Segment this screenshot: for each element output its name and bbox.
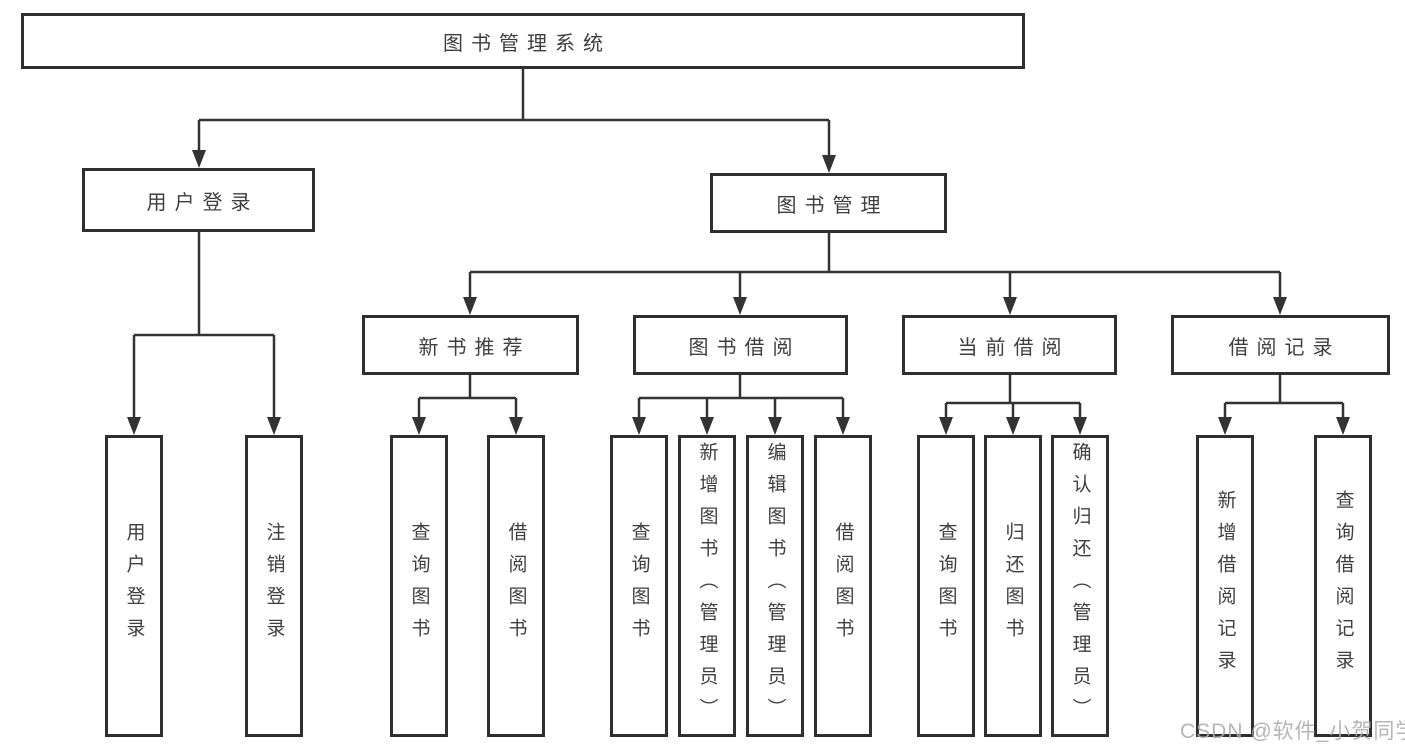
leaf-edit-books-admin: 编辑图书（管理员） — [746, 435, 804, 737]
node-book-management-label: 图书管理 — [776, 194, 889, 217]
leaf-logout-login-label: 注销登录 — [263, 522, 285, 650]
leaf-borrow-books-recommend: 借阅图书 — [487, 435, 545, 737]
leaf-user-login-label: 用户登录 — [123, 522, 145, 650]
node-current-borrowing-label: 当前借阅 — [957, 336, 1070, 359]
node-new-book-recommend: 新书推荐 — [362, 315, 579, 375]
leaf-borrow-books-borrowing-label: 借阅图书 — [832, 522, 854, 650]
node-user-login: 用户登录 — [82, 168, 315, 232]
leaf-add-borrow-record-label: 新增借阅记录 — [1214, 490, 1236, 682]
node-book-borrowing-label: 图书借阅 — [688, 336, 801, 359]
leaf-edit-books-admin-label: 编辑图书（管理员） — [764, 442, 786, 730]
leaf-query-books-borrowing: 查询图书 — [610, 435, 668, 737]
node-borrowing-records-label: 借阅记录 — [1228, 336, 1341, 359]
leaf-logout-login: 注销登录 — [245, 435, 303, 737]
node-borrowing-records: 借阅记录 — [1171, 315, 1390, 375]
leaf-query-books-current-label: 查询图书 — [935, 522, 957, 650]
leaf-confirm-return-admin: 确认归还（管理员） — [1051, 435, 1109, 737]
leaf-query-borrow-record: 查询借阅记录 — [1314, 435, 1372, 737]
arrowhead-icons — [127, 150, 1350, 435]
node-user-login-label: 用户登录 — [146, 191, 259, 214]
node-book-management: 图书管理 — [710, 173, 947, 233]
leaf-add-borrow-record: 新增借阅记录 — [1196, 435, 1254, 737]
leaf-user-login: 用户登录 — [105, 435, 163, 737]
leaf-query-books-recommend: 查询图书 — [390, 435, 448, 737]
leaf-borrow-books-recommend-label: 借阅图书 — [505, 522, 527, 650]
leaf-query-borrow-record-label: 查询借阅记录 — [1332, 490, 1354, 682]
node-book-borrowing: 图书借阅 — [633, 315, 848, 375]
leaf-query-books-borrowing-label: 查询图书 — [628, 522, 650, 650]
node-root-label: 图书管理系统 — [443, 32, 611, 55]
leaf-return-books-label: 归还图书 — [1002, 522, 1024, 650]
node-current-borrowing: 当前借阅 — [902, 315, 1117, 375]
leaf-add-books-admin: 新增图书（管理员） — [678, 435, 736, 737]
leaf-return-books: 归还图书 — [984, 435, 1042, 737]
leaf-query-books-current: 查询图书 — [917, 435, 975, 737]
leaf-add-books-admin-label: 新增图书（管理员） — [696, 442, 718, 730]
leaf-confirm-return-admin-label: 确认归还（管理员） — [1069, 442, 1091, 730]
leaf-borrow-books-borrowing: 借阅图书 — [814, 435, 872, 737]
csdn-watermark: CSDN @软件_小贺同学 — [1180, 720, 1405, 743]
leaf-query-books-recommend-label: 查询图书 — [408, 522, 430, 650]
node-new-book-recommend-label: 新书推荐 — [418, 336, 531, 359]
node-root-system: 图书管理系统 — [21, 13, 1025, 69]
